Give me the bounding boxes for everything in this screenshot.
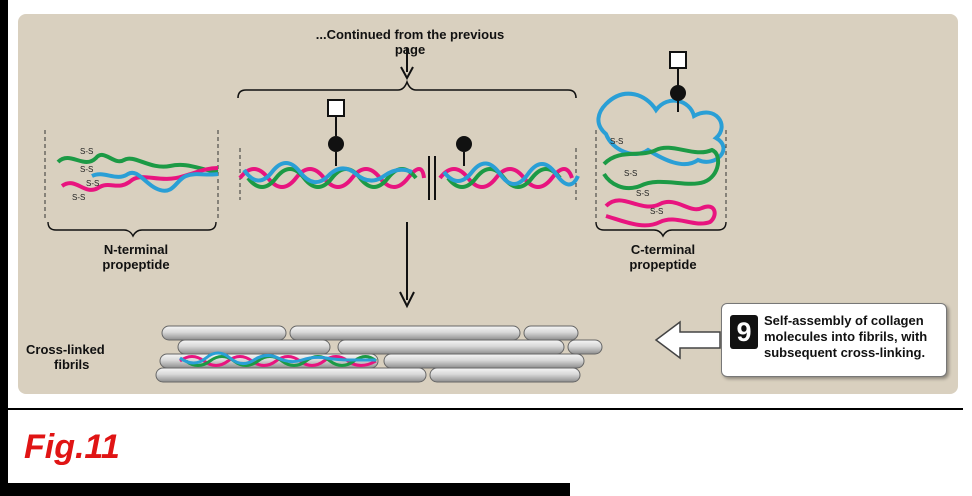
n-terminal-brace — [47, 221, 217, 238]
c-terminal-brace — [595, 221, 727, 238]
ss-label: S-S — [80, 147, 93, 156]
step-text-line: subsequent cross-linking. — [764, 345, 926, 360]
disulfide-bonds: S-S S-S S-S S-S S-S S-S S-S S-S — [72, 137, 663, 216]
continued-note: ...Continued from the previous page — [315, 27, 505, 57]
glucose-circle-icon-2 — [456, 136, 472, 152]
n-terminal-label: N-terminal propeptide — [102, 242, 170, 272]
n-strand-green — [56, 152, 219, 174]
galactose-square-icon — [327, 99, 345, 117]
c-strand-blue — [596, 91, 726, 167]
c-strand-pink — [604, 198, 717, 228]
galactose-square-icon-c — [669, 51, 687, 69]
top-brace — [237, 79, 577, 99]
ss-label: S-S — [610, 137, 623, 146]
glucose-circle-icon — [328, 136, 344, 152]
ss-label: S-S — [624, 169, 637, 178]
ss-label: S-S — [636, 189, 649, 198]
fibrils-label: Cross-linked fibrils — [26, 342, 105, 372]
ss-label: S-S — [72, 193, 85, 202]
fibril-helix — [179, 351, 378, 367]
triple-helix-left — [238, 161, 426, 189]
bottom-box — [570, 480, 972, 496]
step-number-badge: 9 — [730, 315, 758, 349]
divider-rule — [8, 408, 963, 410]
c-strand-green — [602, 145, 721, 191]
triple-helix-right — [438, 161, 580, 189]
step-text-line: molecules into fibrils, with — [764, 329, 928, 344]
step-callout: 9 Self-assembly of collagen molecules in… — [721, 303, 947, 377]
figure-label: Fig.11 — [24, 428, 120, 466]
ss-label: S-S — [650, 207, 663, 216]
down-arrow-head — [399, 291, 415, 309]
ss-label: S-S — [80, 165, 93, 174]
hollow-arrow-icon — [654, 320, 721, 360]
step-text-line: Self-assembly of collagen — [764, 313, 924, 328]
top-arrow-head — [400, 66, 414, 81]
ss-label: S-S — [86, 179, 99, 188]
c-terminal-label: C-terminal propeptide — [629, 242, 697, 272]
glucose-circle-icon-c — [670, 85, 686, 101]
n-strand-blue — [91, 170, 219, 193]
